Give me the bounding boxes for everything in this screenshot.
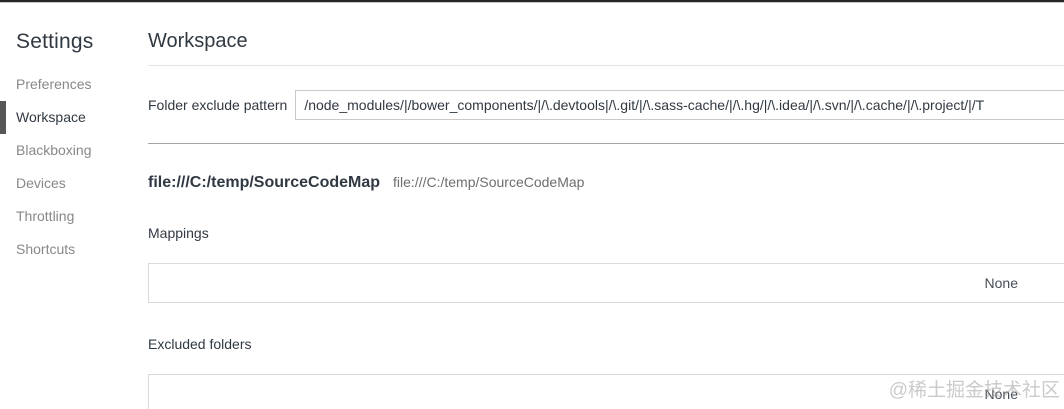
settings-title: Settings [16, 30, 94, 53]
page-title: Workspace [148, 30, 248, 52]
excluded-folders-label: Excluded folders [148, 336, 252, 352]
top-bar [0, 0, 1064, 3]
section-divider [148, 143, 1064, 144]
mappings-list: None [148, 263, 1064, 303]
sidebar-item-preferences[interactable]: Preferences [16, 76, 92, 92]
sidebar-item-throttling[interactable]: Throttling [16, 208, 75, 224]
workspace-folder-title: file:///C:/temp/SourceCodeMap [148, 174, 381, 191]
sidebar-item-shortcuts[interactable]: Shortcuts [16, 241, 76, 257]
workspace-folder-header: file:///C:/temp/SourceCodeMap file:///C:… [148, 174, 1064, 192]
sidebar-item-blackboxing[interactable]: Blackboxing [16, 142, 92, 158]
folder-exclude-label: Folder exclude pattern [148, 97, 288, 113]
folder-exclude-row: Folder exclude pattern [148, 90, 1064, 120]
excluded-folders-list: None [148, 374, 1064, 409]
mappings-empty-state: None [984, 275, 1018, 291]
sidebar-item-workspace[interactable]: Workspace [0, 101, 148, 134]
excluded-folders-empty-state: None [984, 386, 1018, 402]
mappings-label: Mappings [148, 225, 209, 241]
sidebar-item-devices[interactable]: Devices [16, 175, 66, 191]
settings-sidebar: Settings Preferences Workspace Blackboxi… [0, 3, 148, 408]
folder-exclude-pattern-input[interactable] [295, 90, 1064, 120]
workspace-panel: Workspace Folder exclude pattern file://… [148, 3, 1064, 409]
title-divider [148, 65, 1064, 66]
settings-layout: Settings Preferences Workspace Blackboxi… [0, 3, 1064, 409]
workspace-folder-path: file:///C:/temp/SourceCodeMap [393, 174, 585, 190]
